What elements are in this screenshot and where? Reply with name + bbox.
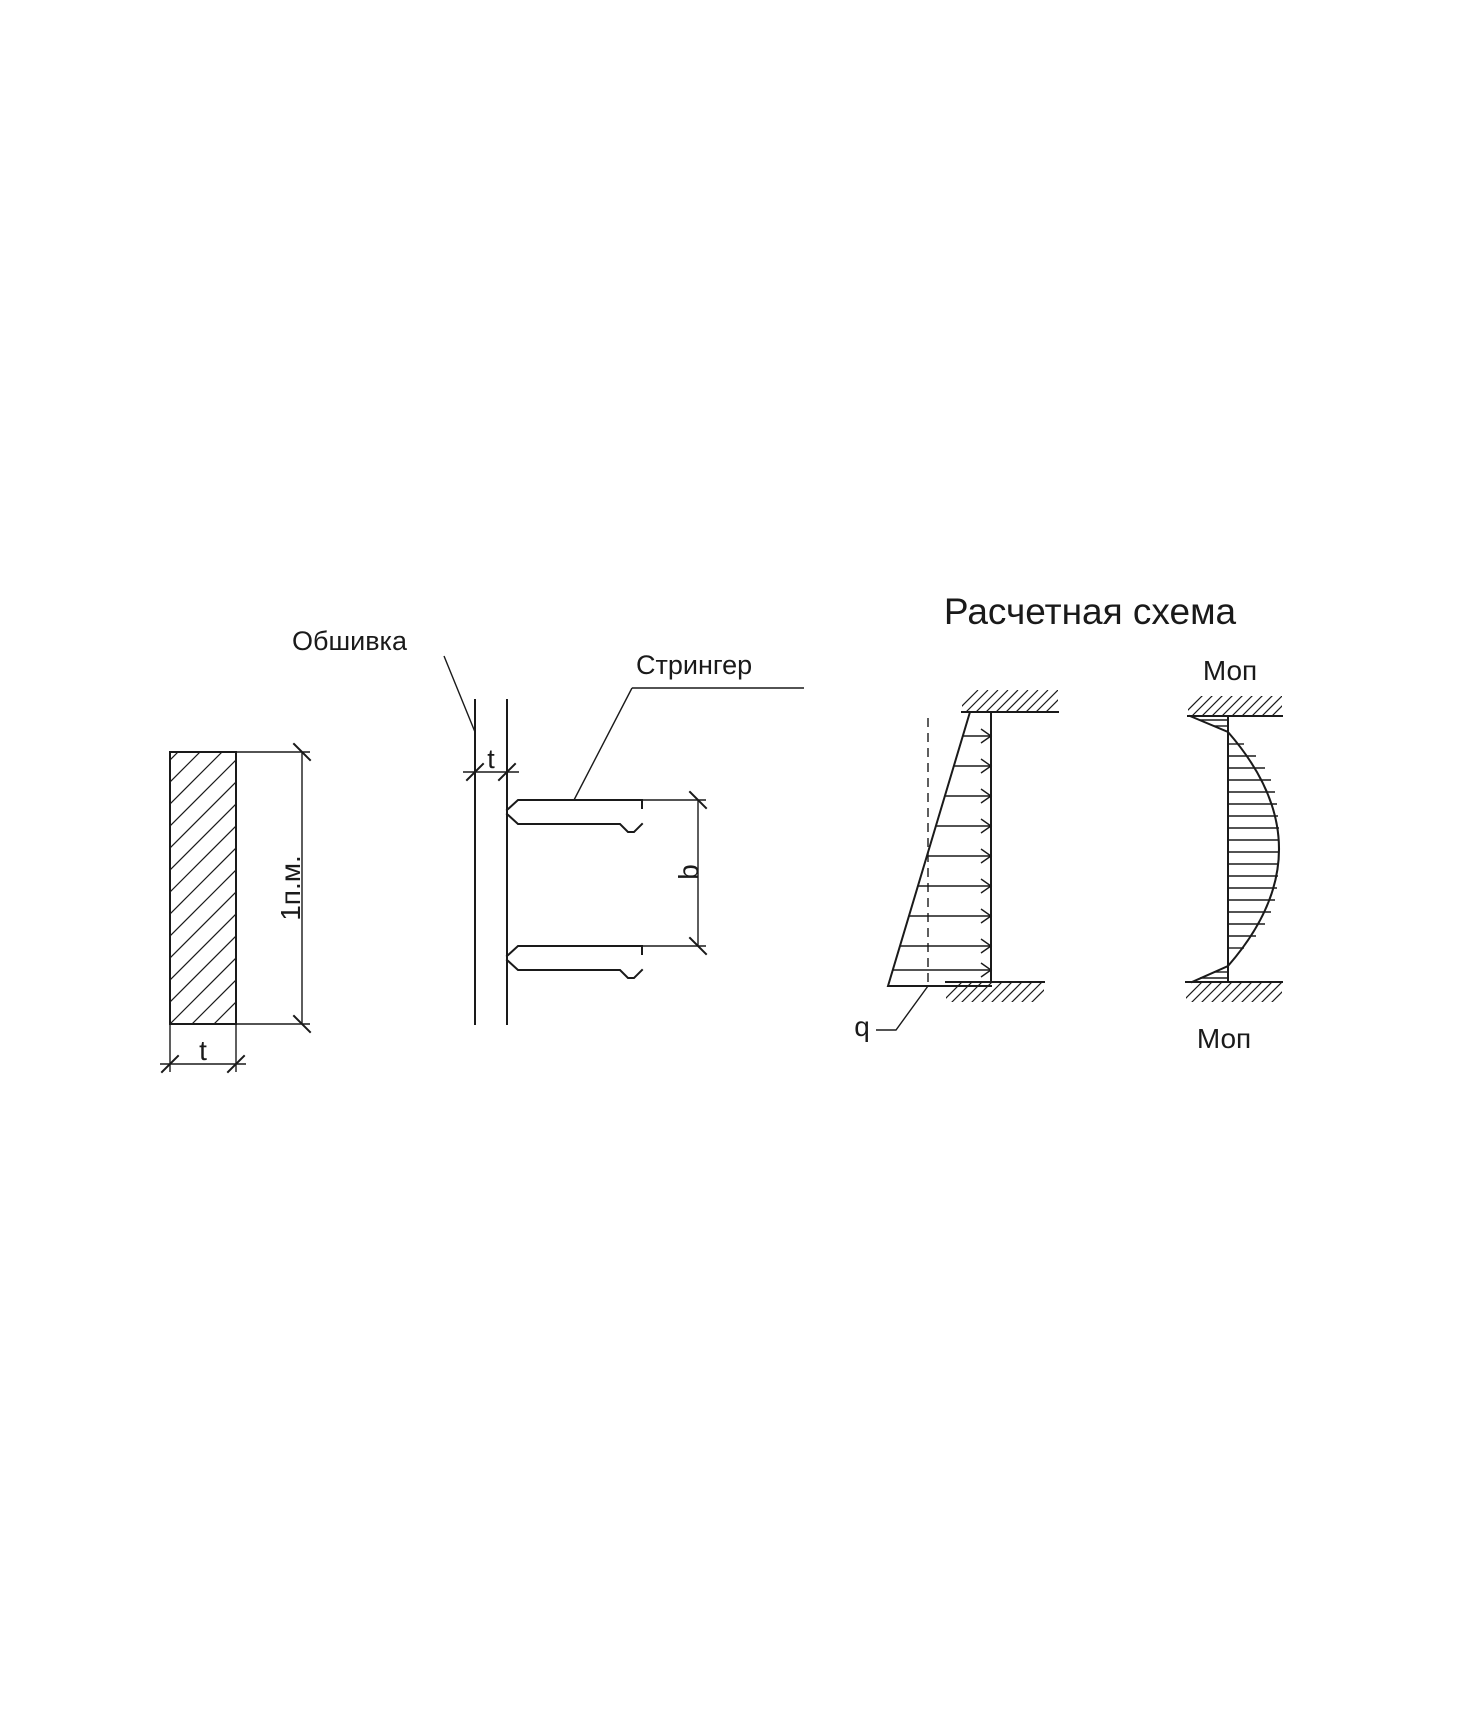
skin-thickness-dimension xyxy=(463,762,519,782)
stringer-spacing-dimension xyxy=(642,790,708,956)
skin-label: Обшивка xyxy=(292,626,408,656)
strip-width-label: t xyxy=(199,1035,207,1066)
stiffened-panel: Обшивка t Стрингер b xyxy=(292,626,804,1025)
moment-support-bottom-hatch xyxy=(1186,982,1282,1002)
stringer-upper xyxy=(505,799,644,833)
moment-support-top-hatch xyxy=(1188,696,1282,716)
stringer-leader xyxy=(573,687,633,801)
moment-diagram: Моп xyxy=(1185,655,1283,1054)
strip-outline xyxy=(169,751,237,1025)
load-diagram: q xyxy=(854,690,1059,1042)
stringer-label: Стрингер xyxy=(636,650,752,680)
plating-strip: 1п.м. t xyxy=(160,742,312,1074)
stringer-lower xyxy=(505,945,644,979)
support-top-hatch xyxy=(962,690,1058,712)
moment-bottom-label: Моп xyxy=(1197,1023,1251,1054)
skin-leader xyxy=(443,655,476,733)
moment-top-label: Моп xyxy=(1203,655,1257,686)
support-bottom-hatch xyxy=(946,982,1044,1002)
moment-curve xyxy=(1188,714,1280,984)
stringer-spacing-label: b xyxy=(673,864,704,880)
load-label: q xyxy=(854,1011,870,1042)
strip-height-label: 1п.м. xyxy=(275,855,306,921)
strip-height-dimension xyxy=(236,742,312,1034)
skin-thickness-label: t xyxy=(487,744,495,774)
load-leader xyxy=(876,985,929,1031)
load-arrows xyxy=(892,728,993,978)
moment-hatching xyxy=(1200,719,1279,979)
scheme-title: Расчетная схема xyxy=(944,591,1237,632)
strip-width-dimension xyxy=(160,1024,246,1074)
load-outline xyxy=(886,710,992,987)
strip-hatching xyxy=(170,752,236,1024)
